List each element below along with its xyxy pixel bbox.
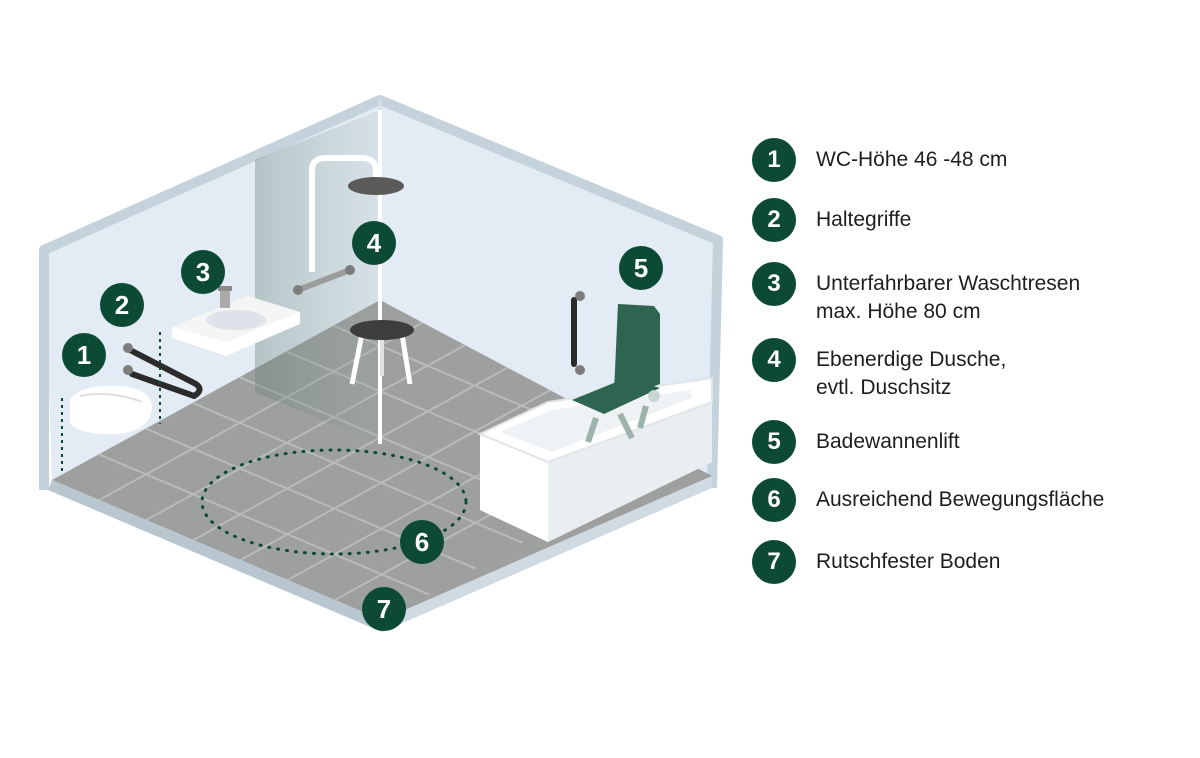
legend-label: Ebenerdige Dusche, evtl. Duschsitz (816, 338, 1006, 402)
badge-5: 5 (619, 246, 663, 290)
badge-7: 7 (362, 587, 406, 631)
legend-label-line: max. Höhe 80 cm (816, 300, 981, 323)
legend-label: Rutschfester Boden (816, 540, 1000, 576)
floor-edge-right (382, 476, 712, 632)
svg-text:4: 4 (367, 228, 382, 258)
washbasin (172, 286, 300, 356)
legend-badge: 1 (752, 138, 796, 182)
legend-label-line: Badewannenlift (816, 430, 960, 453)
legend-label-line: evtl. Duschsitz (816, 376, 952, 399)
legend-label-line: Ebenerdige Dusche, (816, 348, 1007, 371)
legend-item-7: 7 Rutschfester Boden (752, 540, 1000, 584)
bath-lift (572, 304, 660, 443)
legend-item-1: 1 WC-Höhe 46 -48 cm (752, 138, 1007, 182)
legend-badge: 5 (752, 420, 796, 464)
badge-2: 2 (100, 283, 144, 327)
floor-grout-line (98, 453, 430, 596)
floor-grout-line (145, 339, 475, 521)
legend-label-line: Rutschfester Boden (816, 550, 1001, 573)
legend-label: WC-Höhe 46 -48 cm (816, 138, 1007, 174)
legend-item-4: 4 Ebenerdige Dusche, evtl. Duschsitz (752, 338, 1006, 402)
wc-height-marker (61, 332, 161, 472)
legend-item-3: 3 Unterfahrbarer Waschtresen max. Höhe 80 … (752, 262, 1080, 326)
badge-6: 6 (400, 520, 444, 564)
legend-label: Unterfahrbarer Waschtresen max. Höhe 80 c… (816, 262, 1080, 326)
legend-label: Ausreichend Bewegungsfläche (816, 478, 1104, 514)
legend-label: Badewannenlift (816, 420, 960, 456)
badge-3: 3 (181, 250, 225, 294)
shower-glass-panel (255, 110, 380, 444)
badge-1: 1 (62, 333, 106, 377)
svg-text:6: 6 (415, 527, 429, 557)
bath-grab-bar (571, 291, 585, 375)
svg-text:3: 3 (196, 257, 210, 287)
legend-item-2: 2 Haltegriffe (752, 198, 911, 242)
legend-label-line: Unterfahrbarer Waschtresen (816, 272, 1081, 295)
floor-grout-line (240, 379, 570, 561)
toilet-grab-bar (123, 343, 203, 400)
legend-item-5: 5 Badewannenlift (752, 420, 960, 464)
svg-text:7: 7 (377, 594, 391, 624)
floor-grout-line (192, 401, 523, 544)
movement-area-outline (200, 448, 468, 556)
svg-text:5: 5 (634, 253, 648, 283)
legend-label-line: WC-Höhe 46 -48 cm (816, 148, 1008, 171)
legend-label-line: Haltegriffe (816, 208, 912, 231)
legend-label-line: Ausreichend Bewegungsfläche (816, 488, 1105, 511)
legend-badge: 4 (752, 338, 796, 382)
legend-label: Haltegriffe (816, 198, 911, 234)
svg-text:2: 2 (115, 290, 129, 320)
badge-4: 4 (352, 221, 396, 265)
toilet (70, 385, 152, 435)
shower-grab-bar (293, 265, 355, 295)
shower-stool (349, 320, 414, 385)
legend-badge: 6 (752, 478, 796, 522)
legend-badge: 3 (752, 262, 796, 306)
floor-edge-left (48, 480, 382, 632)
svg-text:1: 1 (77, 340, 91, 370)
shower (309, 155, 404, 272)
legend-item-6: 6 Ausreichend Bewegungsfläche (752, 478, 1104, 522)
legend-badge: 2 (752, 198, 796, 242)
legend-badge: 7 (752, 540, 796, 584)
